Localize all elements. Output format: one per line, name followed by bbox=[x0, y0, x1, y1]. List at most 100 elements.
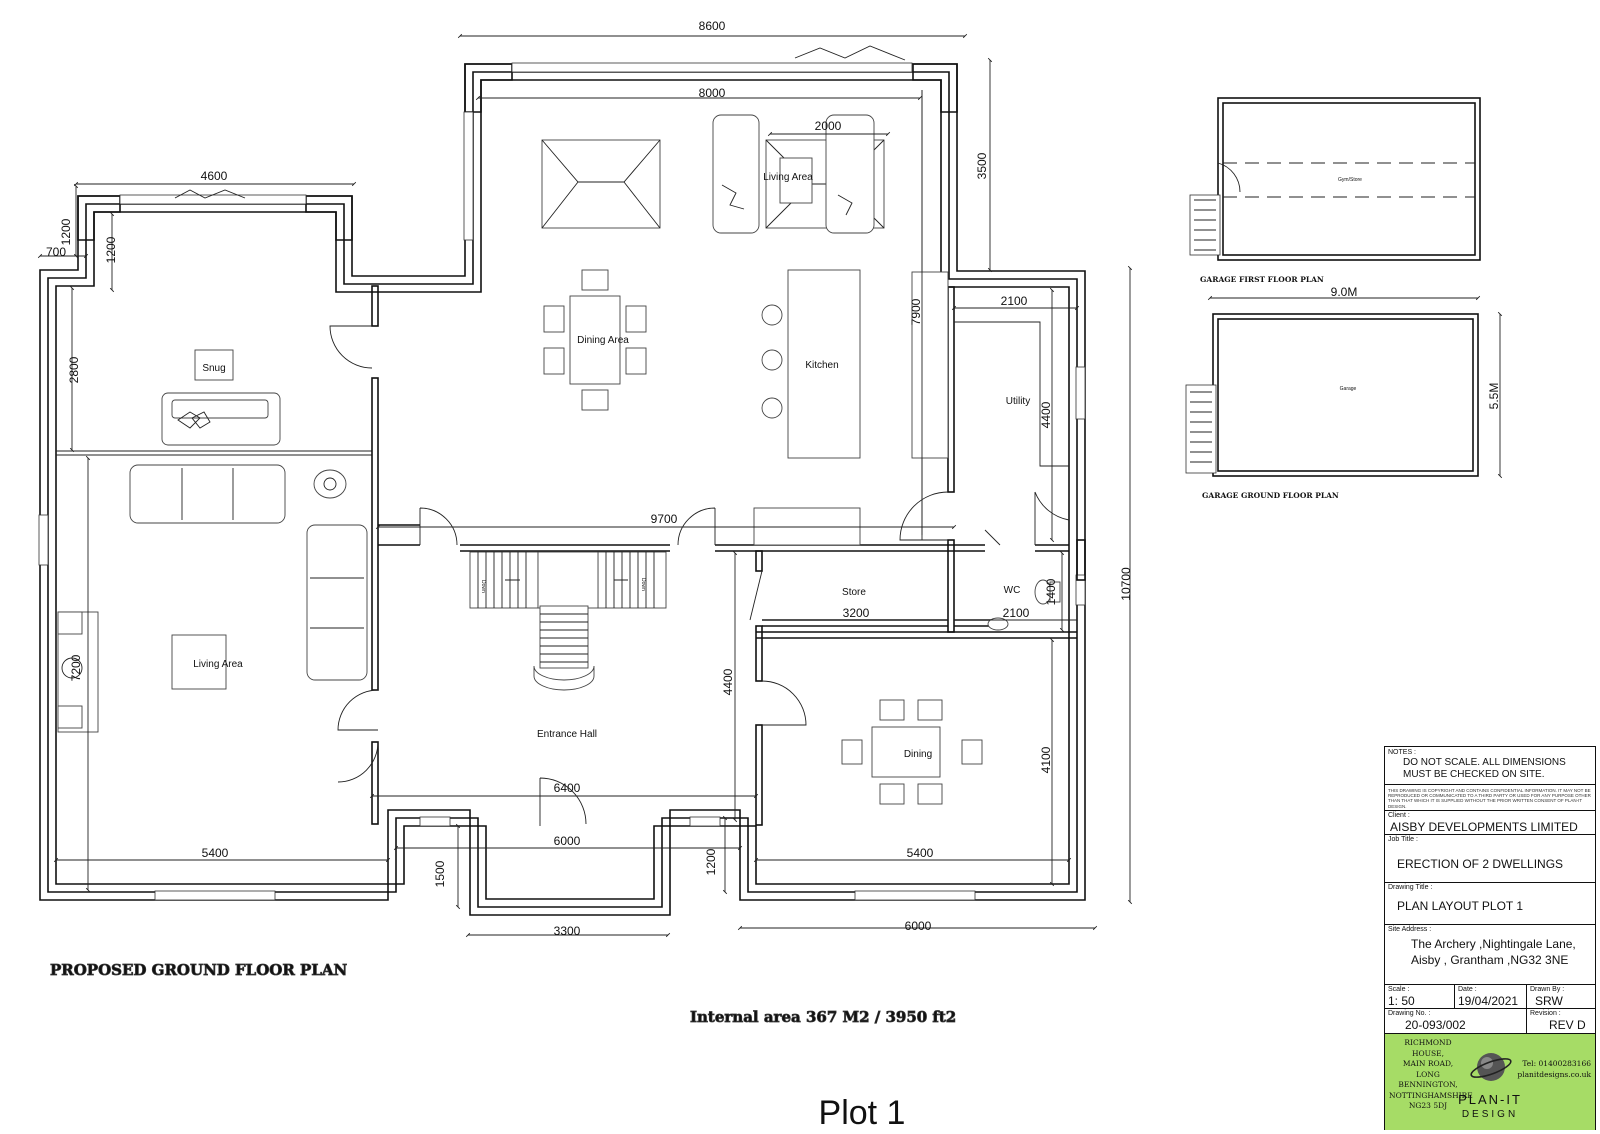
dimension-labels: 8600 8000 2000 4600 1200 700 1200 3500 7… bbox=[46, 19, 1133, 938]
drawing-no-cell: Drawing No. : 20-093/002 bbox=[1385, 1009, 1527, 1033]
client-value: AISBY DEVELOPMENTS LIMITED bbox=[1390, 820, 1578, 834]
dim-3200: 3200 bbox=[843, 606, 870, 620]
job-section: Job Title : ERECTION OF 2 DWELLINGS bbox=[1385, 835, 1595, 883]
dim-6400: 6400 bbox=[554, 781, 581, 795]
dim-2100b: 2100 bbox=[1003, 606, 1030, 620]
room-label-dining-area: Dining Area bbox=[577, 335, 629, 346]
job-value: ERECTION OF 2 DWELLINGS bbox=[1397, 857, 1564, 871]
dim-2100a: 2100 bbox=[1001, 294, 1028, 308]
staircase bbox=[469, 551, 667, 691]
table-hip-left bbox=[541, 139, 661, 229]
windows bbox=[38, 62, 1086, 901]
garage-ground-floor-room-label: Garage bbox=[1340, 386, 1357, 392]
dim-8000: 8000 bbox=[699, 86, 726, 100]
dim-7200: 7200 bbox=[69, 654, 83, 681]
drawn-value: SRW bbox=[1535, 994, 1563, 1008]
dim-6000a: 6000 bbox=[554, 834, 581, 848]
scale-row: Scale : 1: 50 Date : 19/04/2021 Drawn By… bbox=[1385, 985, 1595, 1009]
dim-5400b: 5400 bbox=[907, 846, 934, 860]
room-label-dining: Dining bbox=[904, 749, 932, 760]
client-caption: Client : bbox=[1388, 812, 1410, 819]
notes-section: NOTES : DO NOT SCALE. ALL DIMENSIONS MUS… bbox=[1385, 747, 1595, 785]
site-line2: Aisby , Grantham ,NG32 3NE bbox=[1411, 953, 1569, 967]
room-label-snug: Snug bbox=[202, 363, 225, 374]
garage-first-floor-title: GARAGE FIRST FLOOR PLAN bbox=[1200, 275, 1324, 284]
dimension-lines bbox=[37, 33, 1133, 938]
dim-4400b: 4400 bbox=[721, 668, 735, 695]
room-label-living-left: Living Area bbox=[193, 659, 243, 670]
living-sofa-side bbox=[306, 524, 368, 681]
stair-down-left-label: Down bbox=[480, 580, 486, 593]
garage-first-floor-room-label: Gym/Store bbox=[1338, 177, 1362, 183]
notes-caption: NOTES : bbox=[1388, 749, 1417, 756]
drawing-title-caption: Drawing Title : bbox=[1388, 884, 1433, 891]
copyright-text: THIS DRAWING IS COPYRIGHT AND CONTAINS C… bbox=[1388, 788, 1591, 809]
dim-5400a: 5400 bbox=[202, 846, 229, 860]
dim-4100: 4100 bbox=[1039, 746, 1053, 773]
company-contact: Tel: 01400283166 planitdesigns.co.uk bbox=[1517, 1058, 1591, 1080]
scale-caption: Scale : bbox=[1388, 986, 1410, 993]
dim-1200b: 1200 bbox=[104, 236, 118, 263]
drawn-by-cell: Drawn By : SRW bbox=[1527, 985, 1597, 1009]
scale-cell: Scale : 1: 50 bbox=[1385, 985, 1455, 1009]
job-caption: Job Title : bbox=[1388, 836, 1418, 843]
dim-1200c: 1200 bbox=[704, 848, 718, 875]
site-caption: Site Address : bbox=[1388, 926, 1432, 933]
date-caption: Date : bbox=[1458, 986, 1477, 993]
furniture bbox=[57, 114, 1069, 805]
drawing-no-row: Drawing No. : 20-093/002 Revision : REV … bbox=[1385, 1009, 1595, 1033]
dim-7900: 7900 bbox=[909, 298, 923, 325]
scale-value: 1: 50 bbox=[1388, 994, 1415, 1008]
date-cell: Date : 19/04/2021 bbox=[1455, 985, 1527, 1009]
planet-logo-icon bbox=[1470, 1053, 1512, 1081]
dim-10700: 10700 bbox=[1119, 567, 1133, 601]
room-label-store: Store bbox=[842, 587, 866, 598]
garage-first-floor-plan: Gym/Store GARAGE FIRST FLOOR PLAN bbox=[1189, 97, 1481, 284]
door-swings bbox=[329, 325, 1070, 826]
room-labels: Snug Living Area Living Area Dining Area… bbox=[193, 172, 1030, 760]
stair-down-right-label: Down bbox=[640, 578, 646, 591]
room-label-kitchen: Kitchen bbox=[805, 360, 838, 371]
address-line: RICHMOND HOUSE, bbox=[1404, 1038, 1452, 1058]
site-line1: The Archery ,Nightingale Lane, bbox=[1411, 937, 1576, 951]
dim-700: 700 bbox=[46, 245, 66, 259]
internal-area-label: Internal area 367 M2 / 3950 ft2 bbox=[690, 1008, 956, 1026]
drawing-no-caption: Drawing No. : bbox=[1388, 1010, 1431, 1017]
dim-1500: 1500 bbox=[433, 860, 447, 887]
dim-2000: 2000 bbox=[815, 119, 842, 133]
company-tel: Tel: 01400283166 bbox=[1522, 1059, 1591, 1068]
revision-cell: Revision : REV D bbox=[1527, 1009, 1597, 1033]
dim-9700: 9700 bbox=[651, 512, 678, 526]
dim-3500: 3500 bbox=[975, 152, 989, 179]
garage-depth-dim: 5.5M bbox=[1487, 383, 1501, 410]
bifold-doors bbox=[174, 45, 906, 199]
dim-4600: 4600 bbox=[201, 169, 228, 183]
notes-line2: MUST BE CHECKED ON SITE. bbox=[1403, 769, 1545, 780]
dim-2800: 2800 bbox=[67, 356, 81, 383]
dim-8600: 8600 bbox=[699, 19, 726, 33]
address-line: MAIN ROAD, bbox=[1402, 1059, 1454, 1068]
dim-1400: 1400 bbox=[1044, 578, 1058, 605]
company-name: PLAN-IT bbox=[1458, 1092, 1522, 1107]
garage-ground-floor-plan: 9.0M Garage 5.5M GARAGE GROUND FLOOR PLA… bbox=[1185, 285, 1503, 500]
copyright-section: THIS DRAWING IS COPYRIGHT AND CONTAINS C… bbox=[1385, 785, 1595, 811]
company-sub: DESIGN bbox=[1461, 1109, 1519, 1120]
notes-line1: DO NOT SCALE. ALL DIMENSIONS bbox=[1403, 757, 1566, 768]
drawing-no-value: 20-093/002 bbox=[1405, 1018, 1466, 1032]
site-address-section: Site Address : The Archery ,Nightingale … bbox=[1385, 925, 1595, 985]
room-label-wc: WC bbox=[1004, 585, 1021, 596]
drawn-caption: Drawn By : bbox=[1530, 986, 1565, 993]
company-address: RICHMOND HOUSE, MAIN ROAD, LONG BENNINGT… bbox=[1389, 1038, 1473, 1112]
company-web: planitdesigns.co.uk bbox=[1517, 1070, 1591, 1079]
company-logo-panel: RICHMOND HOUSE, MAIN ROAD, LONG BENNINGT… bbox=[1385, 1033, 1595, 1130]
address-line: NG23 5DJ bbox=[1408, 1101, 1448, 1110]
room-label-living-top: Living Area bbox=[763, 172, 813, 183]
date-value: 19/04/2021 bbox=[1458, 994, 1519, 1008]
living-sofa-top bbox=[129, 464, 286, 524]
revision-value: REV D bbox=[1549, 1018, 1586, 1032]
dim-3300: 3300 bbox=[554, 924, 581, 938]
room-label-utility: Utility bbox=[1006, 396, 1030, 407]
dining-chairs bbox=[841, 699, 983, 805]
room-label-entrance-hall: Entrance Hall bbox=[537, 729, 597, 740]
